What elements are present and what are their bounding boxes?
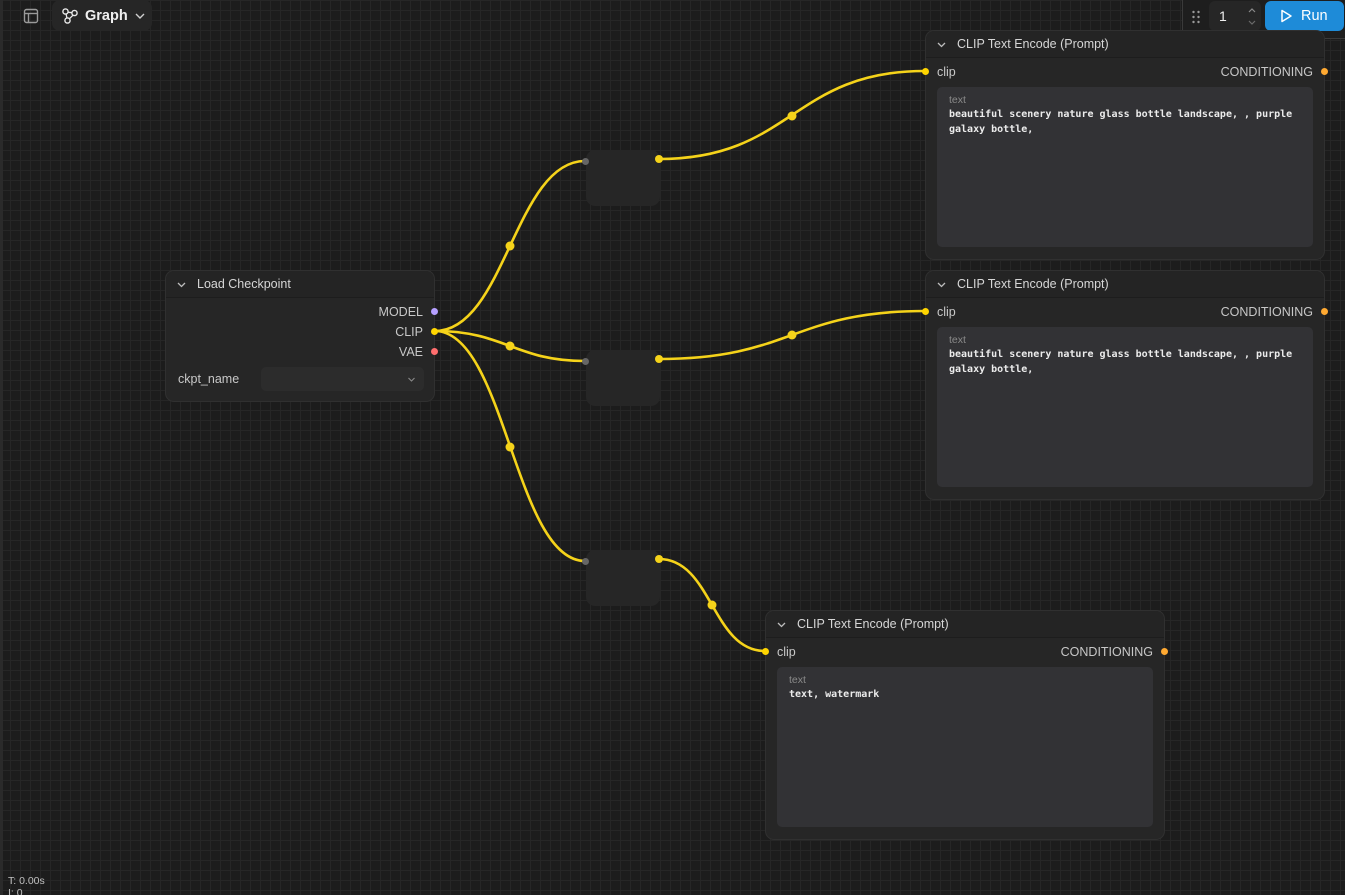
prompt-text: beautiful scenery nature glass bottle la… <box>949 349 1293 375</box>
input-clip-label: clip <box>937 65 956 79</box>
reroute-input-slot[interactable] <box>582 358 589 365</box>
graph-menu-button[interactable]: Graph <box>52 0 152 31</box>
node-header[interactable]: CLIP Text Encode (Prompt) <box>766 611 1164 638</box>
collapse-chevron-icon[interactable] <box>176 279 187 290</box>
reroute-node-3[interactable] <box>582 550 660 606</box>
node-title: CLIP Text Encode (Prompt) <box>957 37 1109 51</box>
textarea-label: text <box>949 94 966 106</box>
run-controls: 1 Run <box>1182 0 1345 39</box>
node-clip-text-encode-3[interactable]: CLIP Text Encode (Prompt) clip CONDITION… <box>762 611 1168 839</box>
graph-icon <box>62 7 78 24</box>
node-clip-text-encode-1[interactable]: CLIP Text Encode (Prompt) clip CONDITION… <box>922 31 1328 259</box>
node-title: CLIP Text Encode (Prompt) <box>957 277 1109 291</box>
output-model-label: MODEL <box>378 305 423 319</box>
output-conditioning-slot[interactable] <box>1321 308 1328 315</box>
input-clip-slot[interactable] <box>922 308 929 315</box>
ckpt-name-label: ckpt_name <box>178 372 240 386</box>
output-clip-slot[interactable] <box>431 328 438 335</box>
reroute-input-slot[interactable] <box>582 158 589 165</box>
output-conditioning-slot[interactable] <box>1321 68 1328 75</box>
node-header[interactable]: Load Checkpoint <box>166 271 434 298</box>
output-clip-label: CLIP <box>395 325 423 339</box>
input-clip-label: clip <box>777 645 796 659</box>
reroute-node-1[interactable] <box>582 150 660 206</box>
prompt-textarea[interactable]: text beautiful scenery nature glass bott… <box>937 327 1313 487</box>
prompt-text: beautiful scenery nature glass bottle la… <box>949 109 1293 135</box>
link-midpoint <box>707 600 717 610</box>
prompt-text: text, watermark <box>789 689 880 700</box>
drag-handle-icon[interactable] <box>1191 10 1201 24</box>
reroute-input-slot[interactable] <box>582 558 589 565</box>
ckpt-name-select[interactable] <box>261 367 424 391</box>
output-conditioning-label: CONDITIONING <box>1060 645 1153 659</box>
node-load-checkpoint[interactable]: Load Checkpoint MODEL CLIP VAE ckpt_name <box>166 271 438 401</box>
node-title: CLIP Text Encode (Prompt) <box>797 617 949 631</box>
link-midpoint <box>787 330 797 340</box>
node-header[interactable]: CLIP Text Encode (Prompt) <box>926 31 1324 58</box>
output-conditioning-slot[interactable] <box>1161 648 1168 655</box>
panel-toggle-button[interactable] <box>14 2 48 30</box>
graph-label: Graph <box>85 7 128 24</box>
output-vae-label: VAE <box>398 345 423 359</box>
iteration-count: I: 0 <box>8 887 23 895</box>
link-midpoint <box>505 341 515 351</box>
output-conditioning-label: CONDITIONING <box>1220 305 1313 319</box>
batch-count-value: 1 <box>1219 8 1227 24</box>
output-model-slot[interactable] <box>431 308 438 315</box>
play-icon <box>1281 9 1292 23</box>
run-button[interactable]: Run <box>1265 1 1344 31</box>
chevron-down-icon <box>408 377 415 382</box>
output-vae-slot[interactable] <box>431 348 438 355</box>
run-label: Run <box>1301 8 1328 24</box>
link-midpoint <box>505 442 515 452</box>
increment-icon[interactable] <box>1247 6 1257 14</box>
chevron-down-icon <box>135 13 145 19</box>
link-midpoint <box>505 241 515 251</box>
reroute-node-2[interactable] <box>582 350 660 406</box>
collapse-chevron-icon[interactable] <box>936 279 947 290</box>
prompt-textarea[interactable]: text text, watermark <box>777 667 1153 827</box>
batch-count-input[interactable]: 1 <box>1209 1 1261 31</box>
prompt-textarea[interactable]: text beautiful scenery nature glass bott… <box>937 87 1313 247</box>
link-midpoint <box>787 111 797 121</box>
textarea-label: text <box>789 674 806 686</box>
node-title: Load Checkpoint <box>197 277 291 291</box>
collapse-chevron-icon[interactable] <box>936 39 947 50</box>
panel-layout-icon <box>23 8 39 24</box>
input-clip-label: clip <box>937 305 956 319</box>
output-conditioning-label: CONDITIONING <box>1220 65 1313 79</box>
execution-time: T: 0.00s <box>8 875 45 887</box>
collapse-chevron-icon[interactable] <box>776 619 787 630</box>
decrement-icon[interactable] <box>1247 19 1257 27</box>
textarea-label: text <box>949 334 966 346</box>
node-clip-text-encode-2[interactable]: CLIP Text Encode (Prompt) clip CONDITION… <box>922 271 1328 499</box>
node-header[interactable]: CLIP Text Encode (Prompt) <box>926 271 1324 298</box>
input-clip-slot[interactable] <box>922 68 929 75</box>
input-clip-slot[interactable] <box>762 648 769 655</box>
